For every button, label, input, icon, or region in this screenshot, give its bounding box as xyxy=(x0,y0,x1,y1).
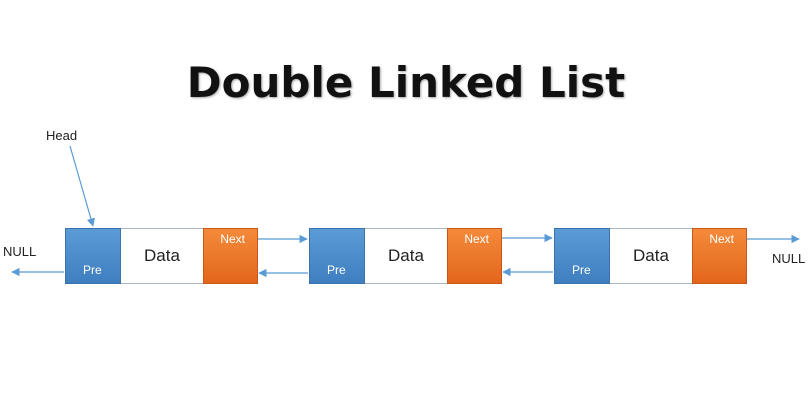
data-cell: Data xyxy=(610,228,692,284)
next-label: Next xyxy=(220,232,245,246)
next-label: Next xyxy=(709,232,734,246)
null-right-label: NULL xyxy=(772,251,806,266)
data-cell: Data xyxy=(121,228,203,284)
head-label: Head xyxy=(46,128,78,143)
list-node-1: Pre Data Next xyxy=(65,228,258,284)
head-arrow xyxy=(69,145,95,227)
pre-label: Pre xyxy=(572,263,591,277)
list-node-3: Pre Data Next xyxy=(554,228,747,284)
data-cell: Data xyxy=(365,228,447,284)
null-left-label: NULL xyxy=(3,244,37,259)
diagram-title: Double Linked List xyxy=(186,58,626,107)
pre-label: Pre xyxy=(327,263,346,277)
next-pointer-cell: Next xyxy=(447,228,502,284)
pre-pointer-cell: Pre xyxy=(65,228,121,284)
next-label: Next xyxy=(464,232,489,246)
pre-pointer-cell: Pre xyxy=(309,228,365,284)
pre-pointer-cell: Pre xyxy=(554,228,610,284)
list-node-2: Pre Data Next xyxy=(309,228,502,284)
next-pointer-cell: Next xyxy=(692,228,747,284)
next-pointer-cell: Next xyxy=(203,228,258,284)
pre-label: Pre xyxy=(83,263,102,277)
